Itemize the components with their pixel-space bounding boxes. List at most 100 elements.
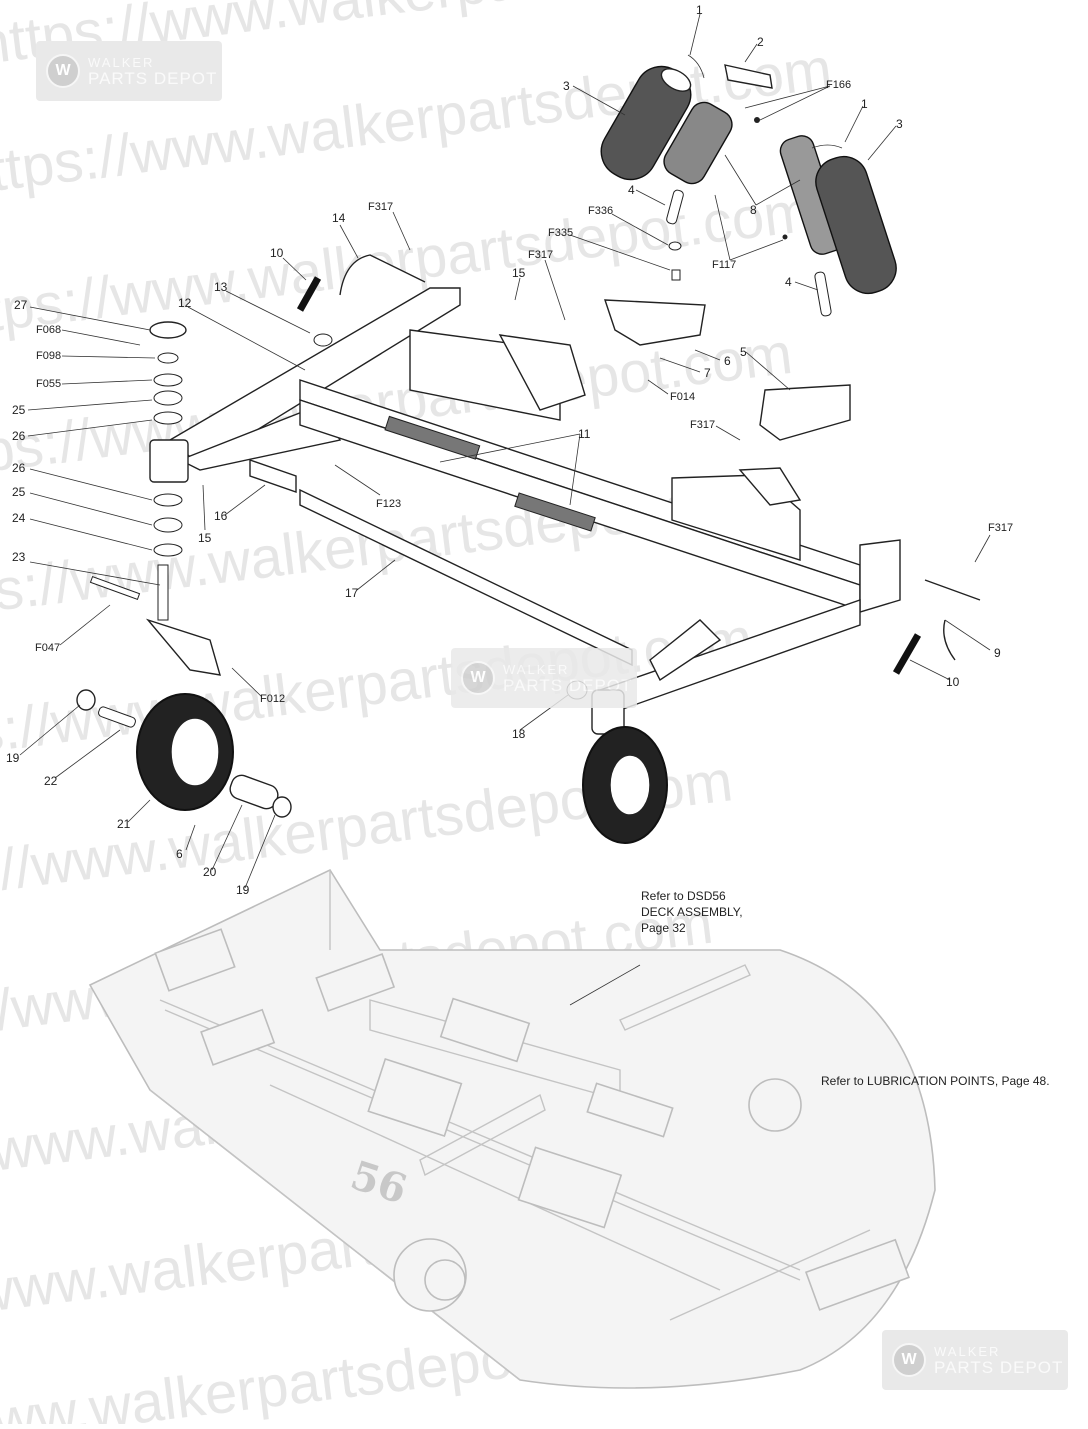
caster-spindle-23 <box>157 564 169 621</box>
caster-fork-23 <box>145 618 221 676</box>
deck-skid <box>669 1229 871 1321</box>
callout-label: F123 <box>376 498 401 510</box>
logo-line2: PARTS DEPOT <box>503 676 633 695</box>
callout-label: F317 <box>988 522 1013 534</box>
callout-label: F014 <box>670 391 695 403</box>
deck-rail <box>164 1009 801 1281</box>
tread-strip-11 <box>514 492 596 532</box>
callout-label: 20 <box>203 865 217 879</box>
callout-label: 14 <box>332 211 346 225</box>
callout-label: 1 <box>861 97 868 111</box>
deck-handle <box>419 1093 546 1177</box>
frame-center-mount <box>498 334 586 411</box>
callout-label: 23 <box>12 550 26 564</box>
callout-leaders <box>19 13 991 1006</box>
frame-right-mount <box>738 467 802 506</box>
pin-handle-9 <box>924 579 981 661</box>
callout-label: 26 <box>12 429 26 443</box>
reference-notes: Refer to DSD56 DECK ASSEMBLY, Page 32 Re… <box>641 889 1050 1088</box>
walker-logo-icon: W <box>46 54 80 88</box>
callout-label: 15 <box>198 531 212 545</box>
callout-label: 25 <box>12 485 26 499</box>
deck-wheel <box>748 1078 802 1132</box>
deck-tread-plate <box>586 1082 674 1138</box>
callout-label: 5 <box>740 345 747 359</box>
callout-label: 10 <box>946 675 960 689</box>
deck-decal <box>315 953 396 1012</box>
callout-label: 19 <box>6 751 20 765</box>
ghost-deck-assembly: 56 <box>88 868 936 1389</box>
watermark-text: https://www.walkerpartsdepot.com <box>0 321 796 493</box>
watermark-logo: W WALKER PARTS DEPOT <box>451 648 637 708</box>
deck-tread-plate <box>517 1146 623 1229</box>
callout-label: 4 <box>785 275 792 289</box>
deck-wheel-hub <box>424 1259 466 1301</box>
deck-ref-note-line1: Refer to DSD56 <box>641 889 726 903</box>
deck-edge <box>149 1089 521 1381</box>
callout-label: 10 <box>270 246 284 260</box>
grommet-13 <box>313 333 333 347</box>
callout-label: 11 <box>578 427 591 441</box>
frame-right-gusset <box>649 619 722 682</box>
logo-line2: PARTS DEPOT <box>88 69 218 88</box>
callout-label: F335 <box>548 227 573 239</box>
callout-label: 7 <box>704 366 711 380</box>
logo-line1: WALKER <box>503 662 570 677</box>
deck-ref-note-line2: DECK ASSEMBLY, <box>641 905 743 919</box>
washer-f055 <box>153 373 183 387</box>
logo-line1: WALKER <box>934 1344 1001 1359</box>
pin-handle-14 <box>339 254 426 296</box>
callout-label: 19 <box>236 883 250 897</box>
callout-label: 6 <box>176 847 183 861</box>
dust-cap-f068 <box>149 321 187 339</box>
gauge-hub-21 <box>170 717 220 787</box>
callout-labels: 1 2 3 F166 1 3 4 8 F336 F335 F117 F317 4… <box>6 3 1013 897</box>
axle-22 <box>98 706 136 728</box>
callout-label: F317 <box>690 419 715 431</box>
callout-label: 26 <box>12 461 26 475</box>
callout-label: 18 <box>512 727 526 741</box>
watermark-logo: W WALKER PARTS DEPOT <box>36 41 222 101</box>
callout-label: 4 <box>628 183 635 197</box>
grip-10 <box>296 276 322 312</box>
clip-1-right <box>811 144 843 149</box>
callout-label: 1 <box>696 3 703 17</box>
race-26 <box>153 411 183 425</box>
logo-line2: PARTS DEPOT <box>934 1358 1064 1377</box>
seal-24 <box>153 543 183 557</box>
callout-label: 27 <box>14 298 28 312</box>
eyebolt-4 <box>666 189 684 225</box>
race-26b <box>153 493 183 507</box>
callout-label: 22 <box>44 774 58 788</box>
callout-label: 12 <box>178 296 192 310</box>
callout-label: 6 <box>724 354 731 368</box>
deck-decal <box>200 1008 276 1066</box>
callout-label: F336 <box>588 205 613 217</box>
callout-label: 17 <box>345 586 359 600</box>
bolt-f047 <box>89 575 141 601</box>
deck-decal <box>154 928 236 992</box>
spring-bracket-2 <box>724 64 773 89</box>
callout-label: 15 <box>512 266 526 280</box>
pin-f117 <box>782 234 788 240</box>
caster-hub-right <box>609 754 651 816</box>
spring-cover-3-right <box>815 155 897 295</box>
callout-label: 3 <box>563 79 570 93</box>
bushing-19b <box>272 796 292 818</box>
callout-label: F012 <box>260 693 285 705</box>
watermark-logo: W WALKER PARTS DEPOT <box>882 1330 1068 1390</box>
nut-f335 <box>671 269 681 281</box>
bearing-25b <box>153 517 183 533</box>
spring-8-left <box>663 101 733 185</box>
callout-label: 25 <box>12 403 26 417</box>
deck-rail <box>269 1084 721 1291</box>
callout-label: 2 <box>757 35 764 49</box>
deck-tread-plate <box>439 997 531 1063</box>
spring-cover-cap <box>660 68 692 92</box>
callout-label: 8 <box>750 203 757 217</box>
callout-label: 3 <box>896 117 903 131</box>
callout-label: 13 <box>214 280 228 294</box>
deck-decal <box>804 1238 910 1311</box>
